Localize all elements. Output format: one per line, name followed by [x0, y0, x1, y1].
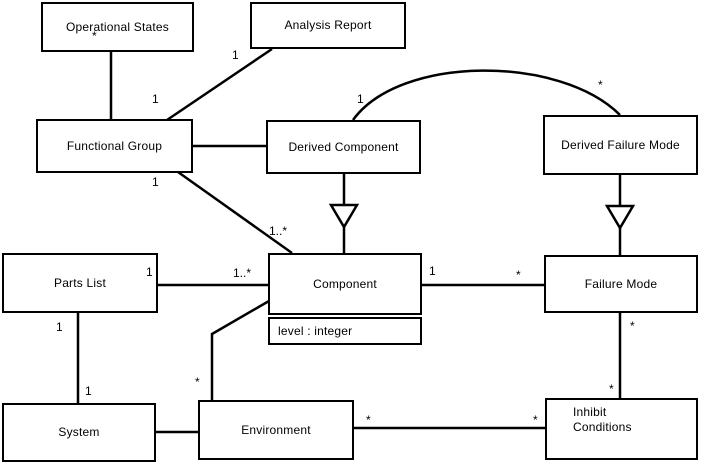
class-name-operational-states: Operational States [66, 19, 169, 34]
multiplicity-label: 1 [357, 92, 364, 106]
class-functional-group[interactable]: Functional Group [36, 119, 193, 173]
edge-functionalgroup-analysisreport [166, 47, 273, 122]
multiplicity-label: * [533, 413, 538, 427]
class-component[interactable]: Component [268, 253, 422, 315]
class-derived-component[interactable]: Derived Component [266, 120, 421, 174]
generalization-triangle-failuremode [604, 204, 636, 231]
class-name-derived-component: Derived Component [288, 139, 399, 154]
multiplicity-label: * [516, 268, 521, 282]
multiplicity-label: * [609, 382, 614, 396]
multiplicity-label: * [598, 78, 603, 92]
class-parts-list[interactable]: Parts List [2, 253, 158, 313]
multiplicity-label: 1 [152, 175, 159, 189]
generalization-triangle-component [328, 203, 360, 230]
class-failure-mode[interactable]: Failure Mode [544, 255, 698, 313]
multiplicity-label: * [366, 413, 371, 427]
edge-functionalgroup-component [177, 170, 293, 255]
class-name-derived-failure-mode: Derived Failure Mode [561, 137, 680, 152]
class-name-inhibit-conditions: Inhibit Conditions [573, 405, 632, 434]
class-name-functional-group: Functional Group [66, 138, 163, 153]
class-derived-failure-mode[interactable]: Derived Failure Mode [543, 115, 698, 175]
edge-component-environment [210, 299, 270, 401]
multiplicity-label: 1 [85, 384, 92, 398]
class-environment[interactable]: Environment [198, 400, 354, 460]
class-name-parts-list: Parts List [53, 275, 106, 290]
multiplicity-label: * [92, 29, 97, 43]
multiplicity-label: 1 [56, 320, 63, 334]
class-name-failure-mode: Failure Mode [584, 276, 658, 291]
class-operational-states[interactable]: Operational States [41, 2, 194, 52]
edge-derivedcomponent-derivedfailuremode [351, 69, 621, 121]
multiplicity-label: 1..* [233, 266, 252, 280]
class-system[interactable]: System [2, 403, 156, 462]
multiplicity-label: 1 [232, 48, 239, 62]
attribute-text-level: level : integer [278, 324, 353, 338]
multiplicity-label: 1 [152, 92, 159, 106]
multiplicity-label: * [630, 319, 635, 333]
class-name-component: Component [313, 276, 377, 291]
multiplicity-label: 1 [429, 264, 436, 278]
multiplicity-label: 1 [146, 265, 153, 279]
multiplicity-label: * [195, 375, 200, 389]
class-name-analysis-report: Analysis Report [284, 18, 372, 32]
class-attribute-component-level: level : integer [268, 317, 422, 345]
class-name-system: System [58, 425, 100, 439]
class-name-environment: Environment [241, 422, 311, 437]
multiplicity-label: 1..* [269, 224, 288, 238]
class-analysis-report[interactable]: Analysis Report [250, 2, 406, 49]
class-inhibit-conditions[interactable]: Inhibit Conditions [545, 398, 698, 460]
